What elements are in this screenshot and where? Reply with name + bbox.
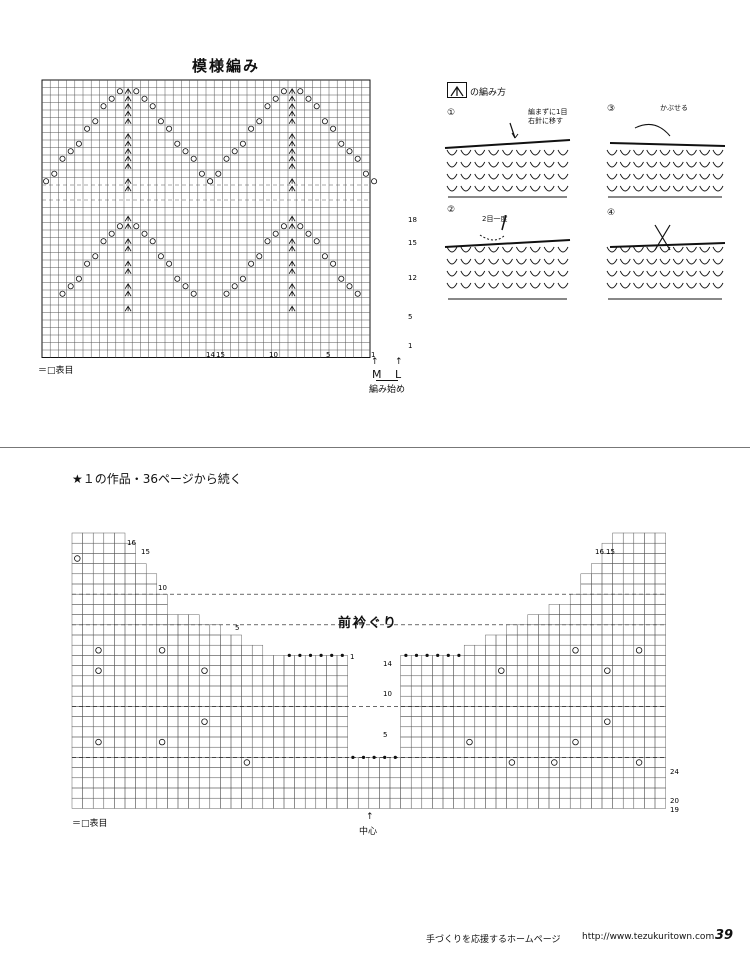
symbol-method-label: の編み方 xyxy=(470,88,507,98)
arrow-up-icon: ↑ xyxy=(395,357,403,367)
collar-row-label-10: 10 xyxy=(383,690,392,698)
row-label-12: 12 xyxy=(408,274,417,282)
step-2-label: ② xyxy=(447,205,456,215)
collar-row-label-24: 24 xyxy=(670,768,679,776)
row-label-5: 5 xyxy=(408,313,412,321)
knitting-illustration-2 xyxy=(444,215,571,300)
note-1-line-1: 編まずに1目 xyxy=(528,108,568,116)
note-1: 編まずに1目 右針に移す xyxy=(528,108,567,126)
step-4-label: ④ xyxy=(607,208,616,218)
step-1-label: ① xyxy=(447,108,456,118)
note-3: かぶせる xyxy=(660,104,688,112)
arrow-up-icon: ↑ xyxy=(366,812,374,822)
footer-text: 手づくりを応援するホームページ xyxy=(426,935,561,945)
step-3-label: ③ xyxy=(607,104,616,114)
collar-label-left-5: 5 xyxy=(235,624,239,632)
pattern-symbols xyxy=(43,87,378,312)
col-label-5: 5 xyxy=(326,351,330,359)
col-label-15: 15 xyxy=(216,351,225,359)
col-label-1: 1 xyxy=(371,351,375,359)
decrease-symbol-icon xyxy=(447,82,467,98)
knitting-illustration-1 xyxy=(444,122,571,198)
arrow-up-icon: ↑ xyxy=(371,357,379,367)
knit-fabric xyxy=(606,149,724,198)
collar-title: 前衿ぐり xyxy=(338,616,399,631)
row-label-15: 15 xyxy=(408,239,417,247)
collar-label-right-16: 16 xyxy=(595,548,604,556)
collar-row-label-20: 20 xyxy=(670,797,679,805)
page-number: 39 xyxy=(715,928,734,943)
col-label-10: 10 xyxy=(269,351,278,359)
pattern-chart: 18 15 12 5 1 14 15 10 5 1 xyxy=(41,79,417,359)
pattern-grid xyxy=(41,79,371,358)
knitting-illustration-4 xyxy=(606,224,726,300)
row-label-18: 18 xyxy=(408,216,417,224)
collar-label-right-15: 15 xyxy=(606,548,615,556)
start-label: 編み始め xyxy=(369,385,406,395)
collar-row-label-19: 19 xyxy=(670,806,679,814)
collar-row-label-5: 5 xyxy=(383,731,387,739)
note-2: 2目一度 xyxy=(482,215,508,223)
knit-fabric xyxy=(606,246,724,300)
collar-symbols xyxy=(74,555,643,766)
section-heading: ★１の作品・36ページから続く xyxy=(72,472,242,486)
marker-l: L xyxy=(395,368,402,381)
pattern-title: 模様編み xyxy=(192,57,261,75)
note-1-line-2: 右針に移す xyxy=(528,117,563,125)
collar-label-left-10: 10 xyxy=(158,584,167,592)
pattern-legend: ＝□表目 xyxy=(38,366,74,376)
collar-label-left-15: 15 xyxy=(141,548,150,556)
marker-m: M xyxy=(372,368,382,381)
center-label: 中心 xyxy=(359,827,378,837)
col-label-14: 14 xyxy=(206,351,215,359)
collar-grid xyxy=(71,532,666,809)
knitting-illustration-3 xyxy=(606,123,726,198)
marker-bar xyxy=(376,380,398,381)
footer-url[interactable]: http://www.tezukuritown.com xyxy=(582,932,715,942)
collar-label-left-1: 1 xyxy=(350,653,354,661)
collar-chart: 16 15 10 5 1 16 15 14 10 5 24 20 19 xyxy=(71,532,679,814)
collar-label-left-16: 16 xyxy=(127,539,136,547)
knit-fabric xyxy=(446,149,569,198)
row-label-1: 1 xyxy=(408,342,412,350)
section-divider xyxy=(0,447,750,448)
collar-row-label-14: 14 xyxy=(383,660,392,668)
knit-fabric xyxy=(446,246,569,300)
collar-legend: ＝□表目 xyxy=(72,819,108,829)
